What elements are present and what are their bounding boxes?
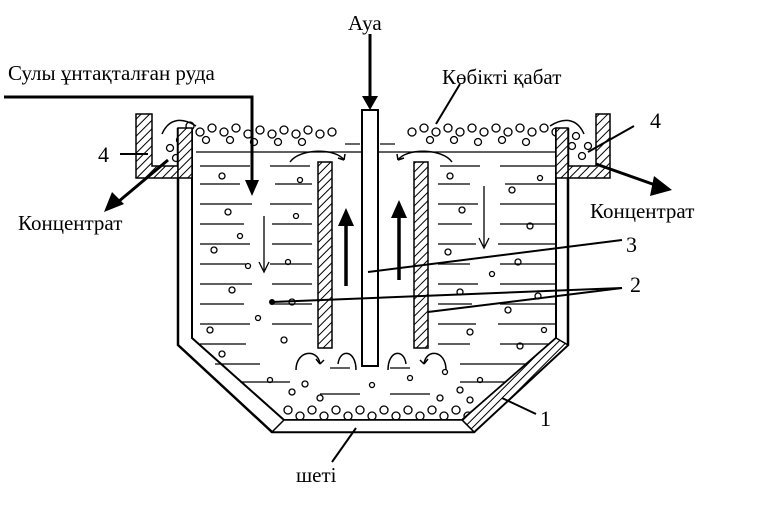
leader-lines [120, 83, 635, 463]
froth-layer [165, 121, 593, 163]
number-1: 1 [540, 406, 551, 431]
number-3: 3 [626, 232, 637, 257]
concentrate-right-label: Концентрат [590, 199, 694, 223]
feed-line [4, 95, 259, 196]
feed-label: Сулы ұнтақталған руда [8, 61, 216, 85]
concentrate-arrows [104, 158, 672, 212]
number-4-left: 4 [98, 142, 109, 167]
leader-dot [269, 299, 275, 305]
number-2: 2 [630, 272, 641, 297]
concentrate-left-label: Концентрат [18, 211, 122, 235]
froth-label: Көбікті қабат [442, 65, 561, 89]
tailings-label: шеті [296, 463, 337, 487]
number-4-right: 4 [650, 108, 661, 133]
particles [206, 172, 548, 396]
baffles [317, 161, 429, 349]
air-label: Ауа [348, 11, 382, 35]
tank-shell [135, 113, 611, 434]
downward-flow-arrows [258, 186, 490, 274]
pulp-liquid [196, 143, 560, 395]
circulation-arrows [289, 150, 453, 371]
air-pipe [361, 34, 379, 367]
